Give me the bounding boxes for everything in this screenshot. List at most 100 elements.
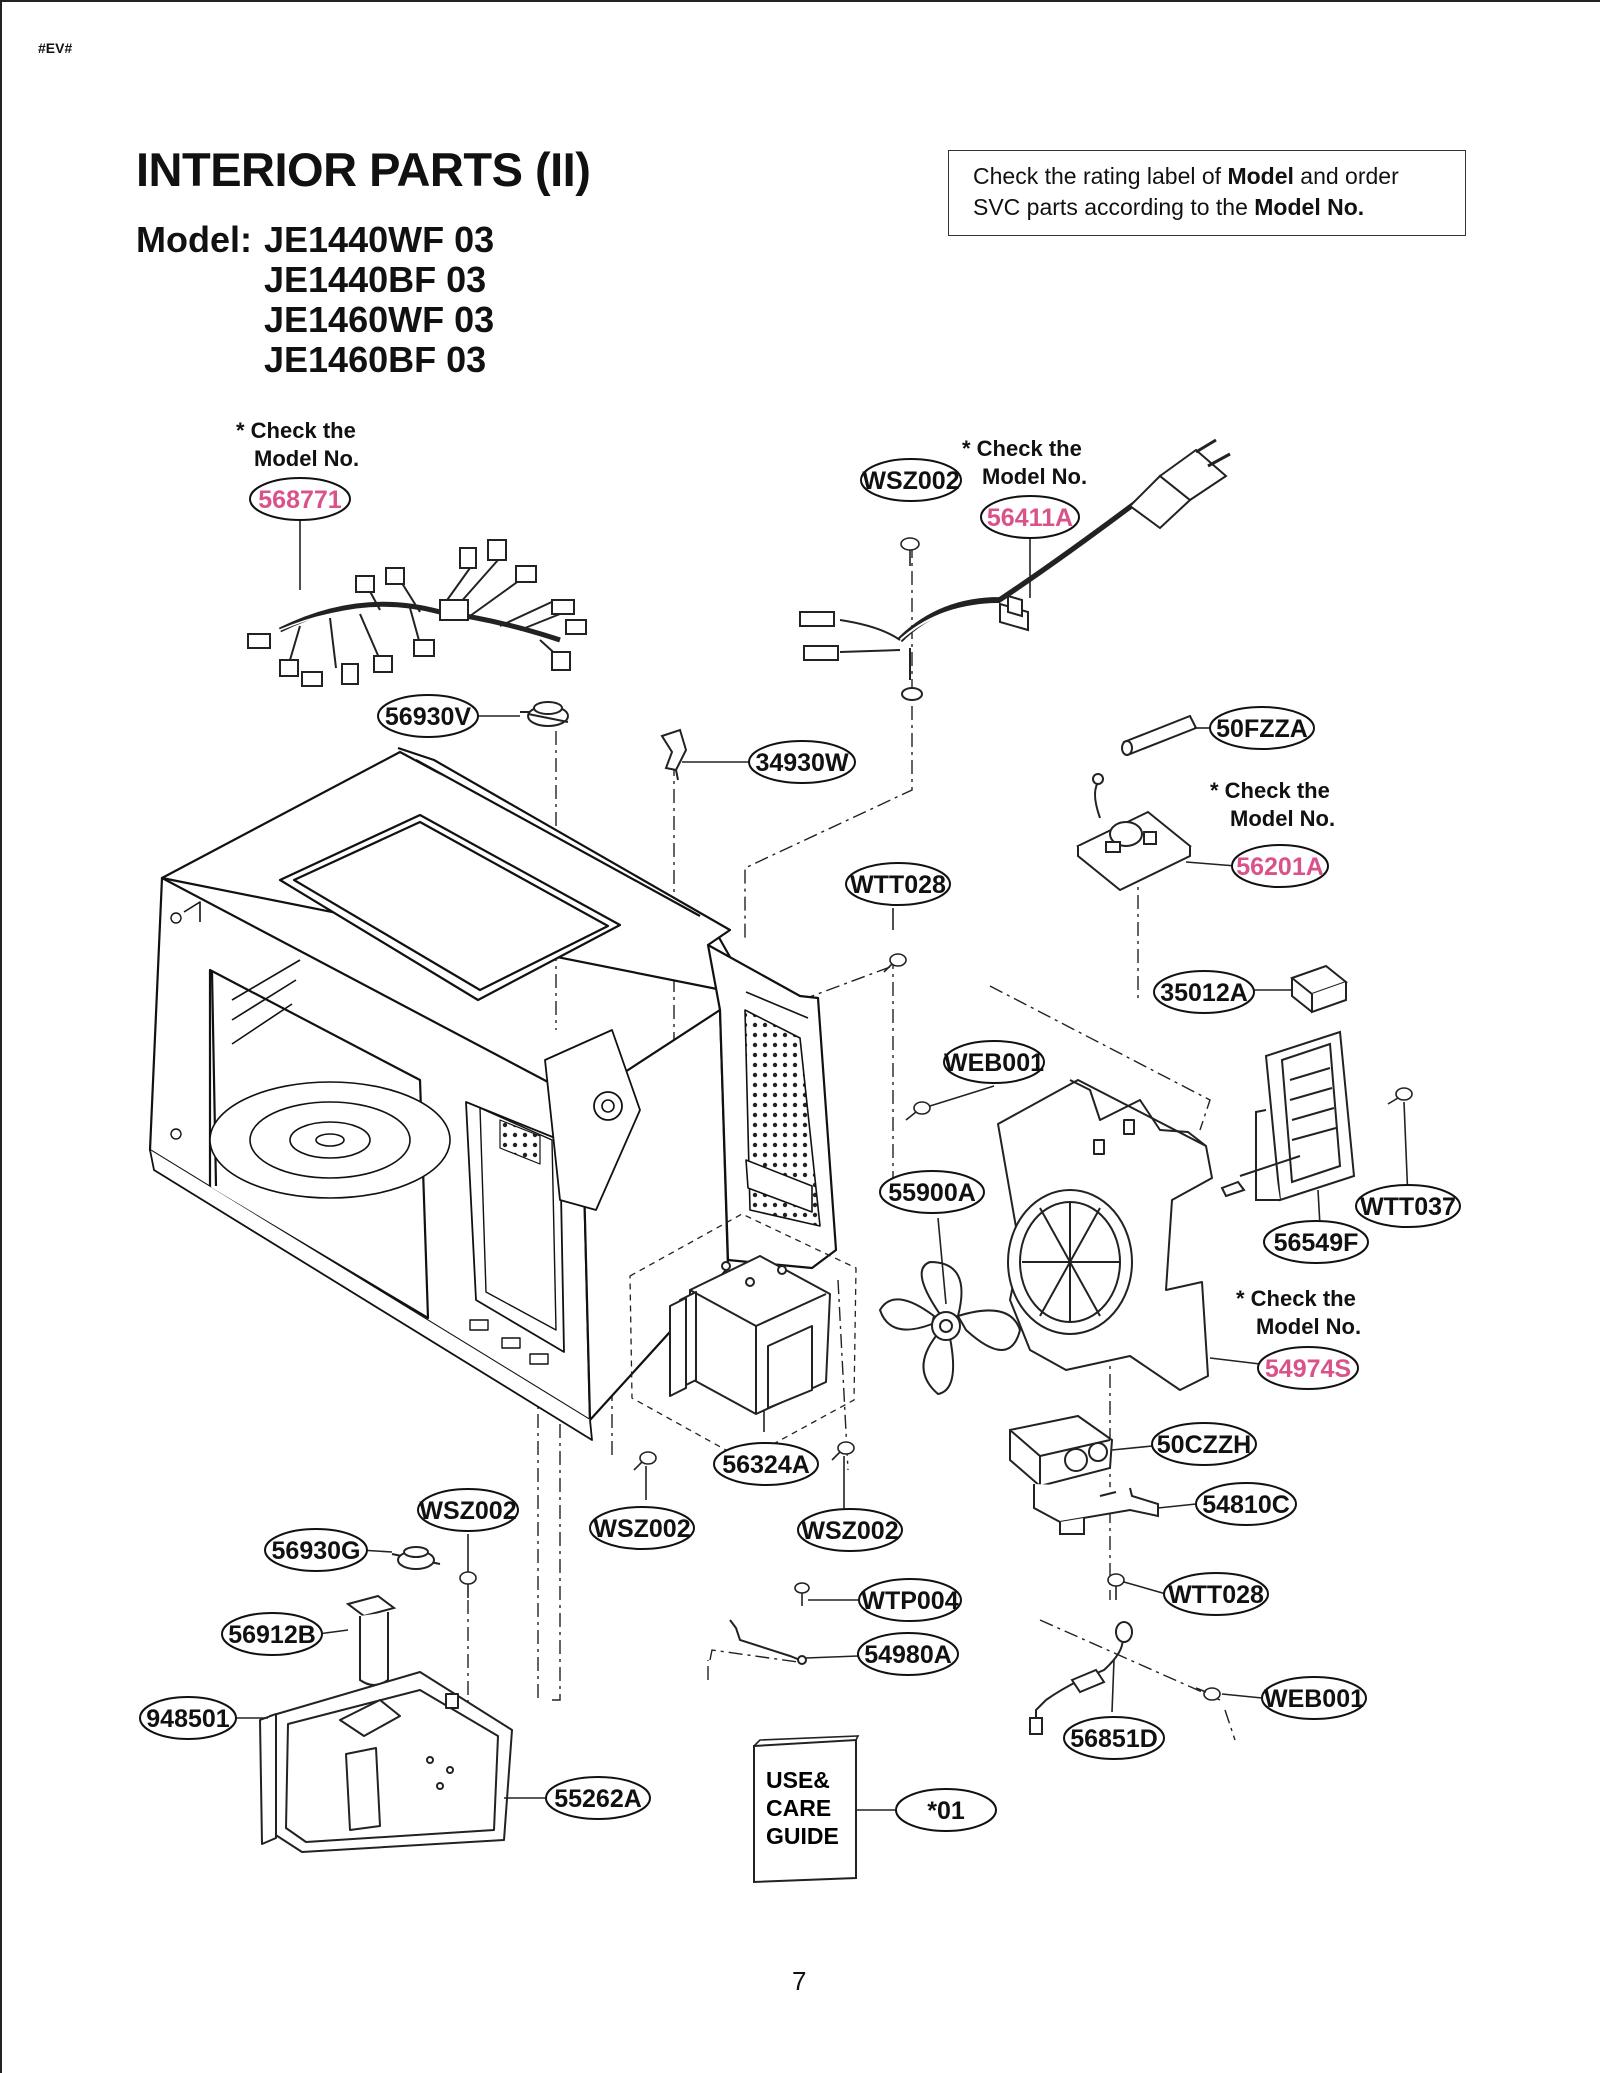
part-label: WEB001 (943, 1040, 1045, 1084)
note-text: Model No. (254, 446, 359, 471)
power-cord-part (799, 438, 1231, 701)
part-label: 56930V (377, 694, 479, 738)
part-label: 56930G (264, 1528, 368, 1572)
part-label: 948501 (139, 1696, 237, 1740)
screw-icons (459, 953, 1413, 1701)
page-title: INTERIOR PARTS (II) (136, 143, 591, 196)
svg-text:56912B: 56912B (228, 1621, 316, 1649)
svg-text:WSZ002: WSZ002 (419, 1497, 516, 1525)
svg-text:55900A: 55900A (888, 1179, 976, 1207)
thermostat-part (520, 701, 569, 727)
spring-part (729, 1619, 807, 1665)
screw-icon (1107, 1573, 1125, 1600)
note-text: Model No. (1256, 1314, 1361, 1339)
model-list: Model:JE1440WF 03 JE1440BF 03 JE1460WF 0… (136, 220, 494, 380)
part-label: WTT037 (1355, 1184, 1461, 1228)
svg-text:WTP004: WTP004 (861, 1587, 958, 1615)
svg-text:56549F: 56549F (1274, 1229, 1359, 1257)
check-model-notes: * Check the Model No. * Check the Model … (236, 418, 1361, 1339)
note-text: * Check the (1236, 1286, 1356, 1311)
part-label: 50CZZH (1151, 1422, 1257, 1466)
part-label: 56411A (980, 495, 1080, 539)
svg-text:56324A: 56324A (722, 1451, 810, 1479)
svg-text:56930G: 56930G (272, 1537, 361, 1565)
diode-part (1029, 1621, 1133, 1735)
magnetron-outline (629, 1213, 857, 1461)
svg-text:56201A: 56201A (1236, 853, 1324, 881)
part-label: WSZ002 (860, 458, 962, 502)
part-label: 56201A (1231, 844, 1329, 888)
leader-lines (232, 520, 1409, 1811)
svg-text:54974S: 54974S (1265, 1355, 1351, 1383)
part-label: *01 (895, 1788, 997, 1832)
svg-text:50FZZA: 50FZZA (1216, 715, 1308, 743)
svg-text:WSZ002: WSZ002 (593, 1515, 690, 1543)
part-label: 55900A (879, 1170, 985, 1214)
transformer-part (259, 1671, 513, 1853)
screw-icon (459, 1571, 477, 1598)
part-label: 568771 (249, 477, 351, 521)
part-label: 54810C (1195, 1482, 1297, 1526)
svg-text:WSZ002: WSZ002 (862, 467, 959, 495)
svg-text:56930V: 56930V (385, 703, 472, 731)
svg-text:WTT028: WTT028 (1168, 1581, 1264, 1609)
fuse-part (1121, 714, 1198, 756)
screw-icon (831, 1441, 855, 1461)
note-text: * Check the (236, 418, 356, 443)
svg-text:WTT037: WTT037 (1360, 1193, 1456, 1221)
svg-text:34930W: 34930W (755, 749, 849, 777)
fan-duct-part (997, 1079, 1213, 1391)
manual-part: USE& CARE GUIDE (753, 1735, 860, 1884)
part-label: WTT028 (1163, 1572, 1269, 1616)
svg-text:568771: 568771 (258, 486, 342, 514)
part-labels: 568771 56411A WSZ002 56930V 34930W 50FZZ… (139, 458, 1461, 1832)
part-label: WSZ002 (797, 1508, 903, 1552)
model-prefix: Model: (136, 219, 252, 260)
note-text: Model No. (982, 464, 1087, 489)
part-label: WTT028 (845, 862, 951, 906)
part-label: 34930W (748, 740, 856, 784)
model-notice-box: Check the rating label of Model and orde… (948, 150, 1466, 236)
svg-text:*01: *01 (927, 1797, 965, 1825)
manual-text: CARE (766, 1795, 831, 1821)
part-label: 56549F (1263, 1220, 1369, 1264)
screw-icon (633, 1451, 657, 1471)
manual-text: USE& (766, 1767, 830, 1793)
part-label: 56912B (221, 1612, 323, 1656)
part-label: 55262A (545, 1776, 651, 1820)
part-label: 35012A (1153, 970, 1255, 1014)
capacitor-part (1009, 1414, 1114, 1488)
part-label: 54974S (1257, 1346, 1359, 1390)
page-number: 7 (792, 1966, 807, 1996)
note-text: * Check the (1210, 778, 1330, 803)
capacitor-bracket-part (1033, 1484, 1159, 1535)
fuse-holder-part (1289, 964, 1349, 1014)
latch-part (660, 728, 688, 781)
note-text: Model No. (1230, 806, 1335, 831)
part-label: WEB001 (1261, 1676, 1367, 1720)
svg-text:54980A: 54980A (864, 1641, 952, 1669)
part-label: WTP004 (858, 1578, 962, 1622)
svg-text:56851D: 56851D (1070, 1725, 1158, 1753)
fan-blade-part (878, 1260, 1022, 1396)
screw-icon (883, 953, 907, 973)
screw-icon (1387, 1087, 1413, 1105)
model-number: JE1460BF 03 (264, 339, 487, 380)
note-text: * Check the (962, 436, 1082, 461)
svg-text:35012A: 35012A (1160, 979, 1248, 1007)
screw-icon (900, 537, 920, 566)
manual-text: GUIDE (766, 1823, 839, 1849)
svg-text:56411A: 56411A (987, 504, 1073, 532)
lamp-socket-part (345, 1594, 397, 1686)
svg-text:WEB001: WEB001 (944, 1049, 1044, 1077)
magnetron-part (669, 1255, 831, 1415)
svg-text:WTT028: WTT028 (850, 871, 946, 899)
model-number: JE1460WF 03 (264, 299, 495, 340)
part-label: WSZ002 (417, 1488, 519, 1532)
screw-icon (1195, 1687, 1221, 1701)
screw-icon (905, 1101, 931, 1121)
wire-harness-part (247, 539, 587, 687)
page-code: #EV# (38, 40, 73, 56)
